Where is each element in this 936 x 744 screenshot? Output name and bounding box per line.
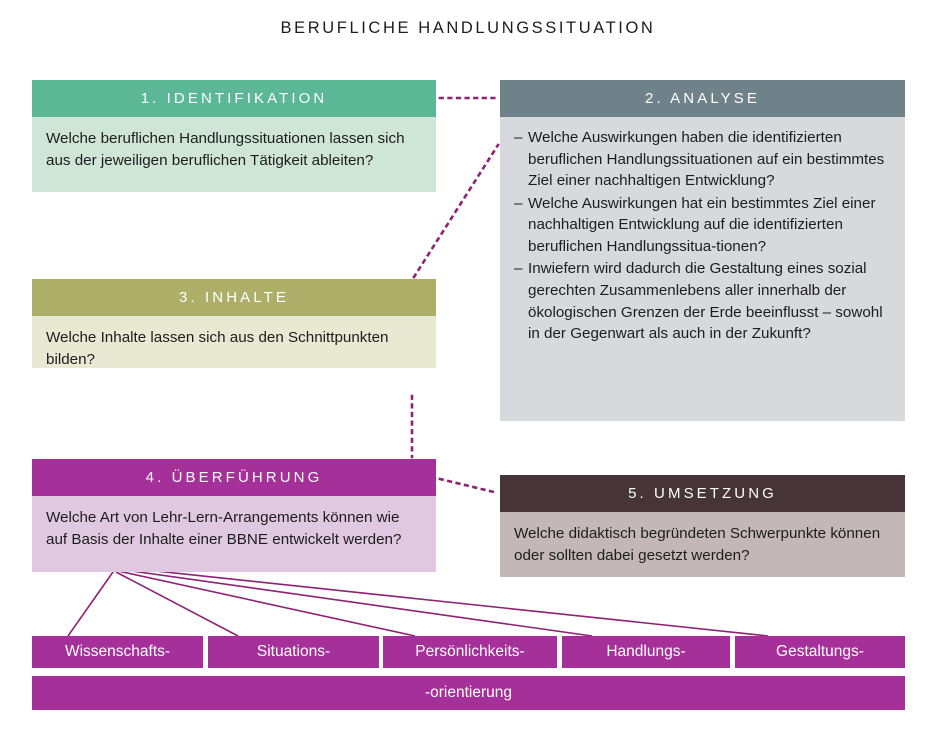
list-item: Inwiefern wird dadurch die Gestaltung ei… (514, 258, 891, 344)
card-body-inhalte: Welche Inhalte lassen sich aus den Schni… (32, 316, 436, 368)
orientation-chip-gestaltungs: Gestaltungs- (735, 636, 905, 668)
card-header-umsetzung: 5. UMSETZUNG (500, 475, 905, 512)
card-ueberfuehrung: 4. ÜBERFÜHRUNG Welche Art von Lehr-Lern-… (32, 459, 436, 572)
card-header-analyse: 2. ANALYSE (500, 80, 905, 117)
card-inhalte: 3. INHALTE Welche Inhalte lassen sich au… (32, 279, 436, 368)
card-body-ueberfuehrung: Welche Art von Lehr-Lern-Arrangements kö… (32, 496, 436, 572)
dotted-connector-ueberfuehrung-umsetzung (438, 477, 500, 495)
list-item: Welche Auswirkungen haben die identifizi… (514, 127, 891, 192)
card-umsetzung: 5. UMSETZUNG Welche didaktisch begründet… (500, 475, 905, 577)
orientation-chip-persoenlichkeits: Persönlichkeits- (383, 636, 557, 668)
card-text-umsetzung: Welche didaktisch begründeten Schwerpunk… (514, 525, 881, 564)
card-body-umsetzung: Welche didaktisch begründeten Schwerpunk… (500, 512, 905, 577)
fan-connectors (67, 566, 769, 637)
card-body-identifikation: Welche beruflichen Handlungssituationen … (32, 117, 436, 192)
list-item: Welche Auswirkungen hat ein bestimmtes Z… (514, 193, 891, 258)
card-header-ueberfuehrung: 4. ÜBERFÜHRUNG (32, 459, 436, 496)
fan-line-persoenlichkeits (117, 570, 416, 637)
fan-line-wissenschafts (67, 571, 114, 637)
card-identifikation: 1. IDENTIFIKATION Welche beruflichen Han… (32, 80, 436, 192)
fan-line-gestaltungs (117, 566, 769, 637)
card-text-ueberfuehrung: Welche Art von Lehr-Lern-Arrangements kö… (46, 509, 402, 548)
card-text-identifikation: Welche beruflichen Handlungssituationen … (46, 130, 405, 169)
fan-line-situations (115, 571, 239, 637)
card-analyse: 2. ANALYSE Welche Auswirkungen haben die… (500, 80, 905, 421)
orientation-chip-wissenschafts: Wissenschafts- (32, 636, 203, 668)
orientation-chip-situations: Situations- (208, 636, 379, 668)
analyse-bullet-list: Welche Auswirkungen haben die identifizi… (514, 127, 891, 345)
card-body-analyse: Welche Auswirkungen haben die identifizi… (500, 117, 905, 421)
orientation-chip-handlungs: Handlungs- (562, 636, 730, 668)
card-header-identifikation: 1. IDENTIFIKATION (32, 80, 436, 117)
orientation-suffix-bar: -orientierung (32, 676, 905, 710)
fan-line-handlungs (117, 568, 593, 637)
card-header-inhalte: 3. INHALTE (32, 279, 436, 316)
card-text-inhalte: Welche Inhalte lassen sich aus den Schni… (46, 329, 389, 368)
page-title: BERUFLICHE HANDLUNGSSITUATION (280, 19, 656, 37)
